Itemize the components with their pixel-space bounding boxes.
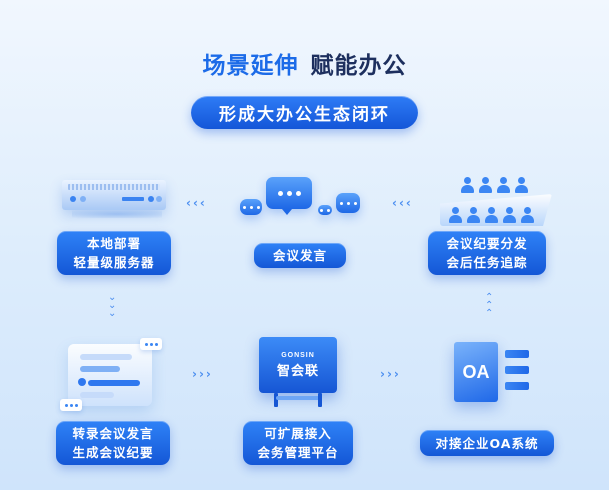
label-transcribe: 转录会议发言 生成会议纪要 (56, 421, 170, 465)
oa-system-icon: OA (454, 342, 498, 402)
server-icon (62, 180, 172, 218)
chevron-down-icon: ⌄⌄⌄ (108, 292, 117, 319)
chat-bubbles-icon (238, 175, 362, 225)
label-local-deploy-line2: 轻量级服务器 (73, 255, 155, 270)
title-part1: 场景延伸 (202, 53, 299, 79)
monitor-name: 智会联 (276, 364, 319, 379)
chevron-left-icon: ‹‹‹ (186, 196, 205, 210)
label-platform: 可扩展接入 会务管理平台 (243, 421, 353, 465)
label-transcribe-line1: 转录会议发言 (72, 426, 154, 441)
audience-icon (446, 175, 556, 227)
label-speak-line1: 会议发言 (272, 248, 327, 263)
label-oa: 对接企业OA系统 (420, 430, 554, 456)
page-title: 场景延伸赋能办公 (0, 46, 609, 80)
label-local-deploy: 本地部署 轻量级服务器 (57, 231, 171, 275)
title-part2: 赋能办公 (310, 53, 407, 79)
chevron-up-icon: ⌃⌃⌃ (485, 292, 494, 319)
oa-line-3 (505, 382, 529, 390)
monitor-stand (270, 393, 326, 407)
chevron-right-icon-2: ››› (380, 367, 399, 381)
dots-tag-icon-2 (60, 399, 82, 411)
label-minutes: 会议纪要分发 会后任务追踪 (428, 231, 546, 275)
subtitle-pill: 形成大办公生态闭环 (191, 96, 418, 129)
label-minutes-line2: 会后任务追踪 (446, 255, 528, 270)
label-platform-line1: 可扩展接入 (264, 426, 332, 441)
label-minutes-line1: 会议纪要分发 (446, 236, 528, 251)
monitor-brand: GONSIN (281, 352, 315, 359)
label-oa-line1: 对接企业OA系统 (435, 435, 539, 451)
transcript-panel-icon (68, 344, 152, 406)
oa-line-1 (505, 350, 529, 358)
chevron-left-icon-2: ‹‹‹ (392, 196, 411, 210)
chevron-right-icon: ››› (192, 367, 211, 381)
label-transcribe-line2: 生成会议纪要 (72, 445, 154, 460)
label-speak: 会议发言 (254, 243, 346, 268)
label-local-deploy-line1: 本地部署 (86, 236, 141, 251)
oa-line-2 (505, 366, 529, 374)
dots-tag-icon (140, 338, 162, 350)
label-platform-line2: 会务管理平台 (257, 445, 339, 460)
monitor-icon: GONSIN 智会联 (259, 337, 337, 393)
